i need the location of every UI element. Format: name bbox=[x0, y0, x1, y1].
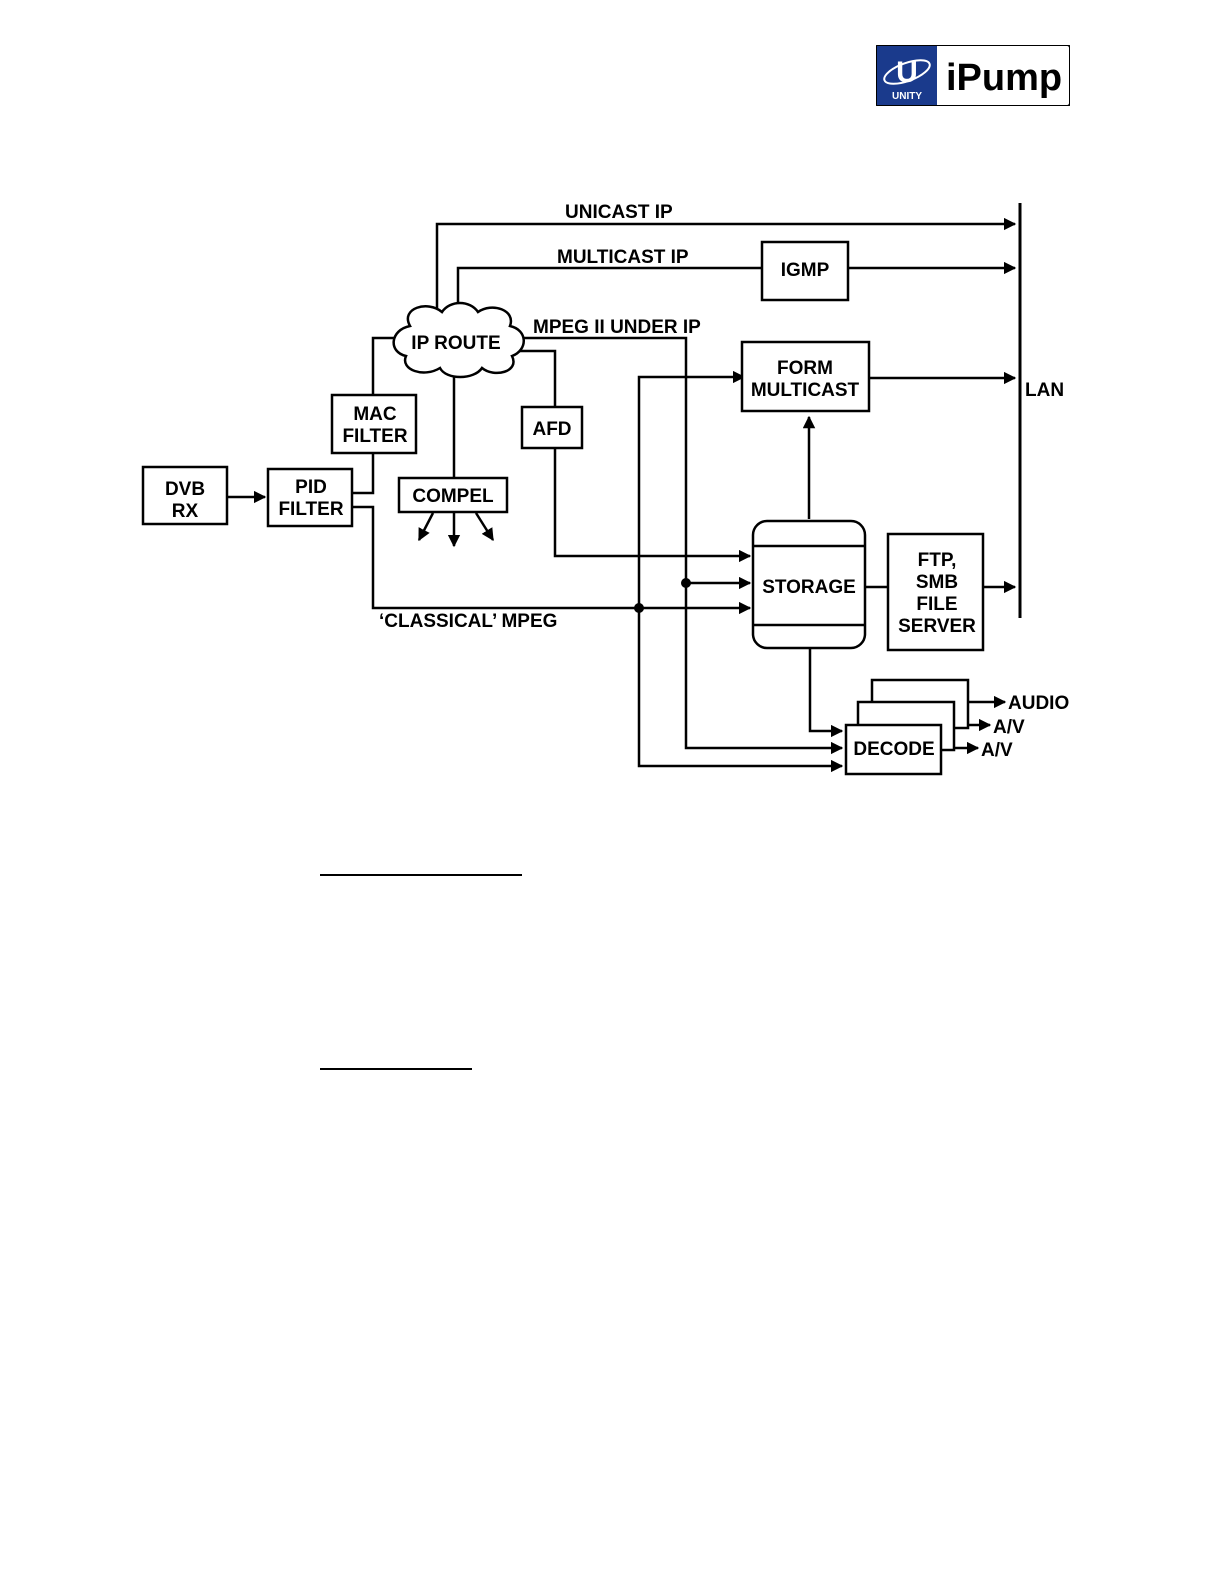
decode-label: DECODE bbox=[853, 739, 934, 760]
dvb-rx-block: DVB RX bbox=[143, 467, 227, 524]
igmp-label: IGMP bbox=[781, 260, 830, 281]
mpeg-under-ip-label: MPEG II UNDER IP bbox=[533, 317, 701, 338]
ftp-label-2: SMB bbox=[916, 572, 958, 593]
mac-filter-label-2: FILTER bbox=[342, 426, 407, 447]
ftp-server-block: FTP, SMB FILE SERVER bbox=[888, 534, 983, 650]
igmp-block: IGMP bbox=[762, 242, 848, 300]
av-output-label-1: A/V bbox=[993, 717, 1025, 738]
form-multicast-label-2: MULTICAST bbox=[751, 380, 860, 401]
compel-block: COMPEL bbox=[399, 478, 507, 512]
dvb-rx-label-1: DVB bbox=[165, 479, 205, 500]
audio-output-label: AUDIO bbox=[1008, 693, 1069, 714]
unicast-ip-label: UNICAST IP bbox=[565, 202, 673, 223]
mac-filter-block: MAC FILTER bbox=[332, 395, 416, 453]
pid-filter-block: PID FILTER bbox=[268, 469, 352, 526]
underline-rule-1 bbox=[320, 874, 522, 876]
ftp-label-4: SERVER bbox=[898, 616, 976, 637]
storage-block: STORAGE bbox=[753, 521, 865, 648]
afd-label: AFD bbox=[532, 419, 571, 440]
decode-stack: DECODE bbox=[846, 680, 968, 774]
storage-label: STORAGE bbox=[762, 577, 856, 598]
classical-mpeg-label: ‘CLASSICAL’ MPEG bbox=[379, 611, 557, 632]
form-multicast-label-1: FORM bbox=[777, 358, 833, 379]
underline-rule-2 bbox=[320, 1068, 472, 1070]
ftp-label-1: FTP, bbox=[918, 550, 957, 571]
dvb-rx-label-2: RX bbox=[172, 501, 199, 522]
av-output-label-2: A/V bbox=[981, 740, 1013, 761]
pid-filter-label-2: FILTER bbox=[278, 499, 343, 520]
junction-dot bbox=[681, 578, 691, 588]
multicast-ip-label: MULTICAST IP bbox=[557, 247, 689, 268]
pid-filter-label-1: PID bbox=[295, 477, 327, 498]
form-multicast-block: FORM MULTICAST bbox=[742, 342, 869, 411]
junction-dot bbox=[634, 603, 644, 613]
ip-route-cloud: IP ROUTE bbox=[394, 303, 524, 377]
ftp-label-3: FILE bbox=[916, 594, 957, 615]
afd-block: AFD bbox=[522, 407, 582, 448]
system-block-diagram: DVB RX PID FILTER MAC FILTER IP ROUTE CO… bbox=[0, 0, 1222, 800]
ip-route-label: IP ROUTE bbox=[411, 333, 500, 354]
mac-filter-label-1: MAC bbox=[353, 404, 397, 425]
lan-label: LAN bbox=[1025, 380, 1064, 401]
compel-label: COMPEL bbox=[412, 486, 494, 507]
